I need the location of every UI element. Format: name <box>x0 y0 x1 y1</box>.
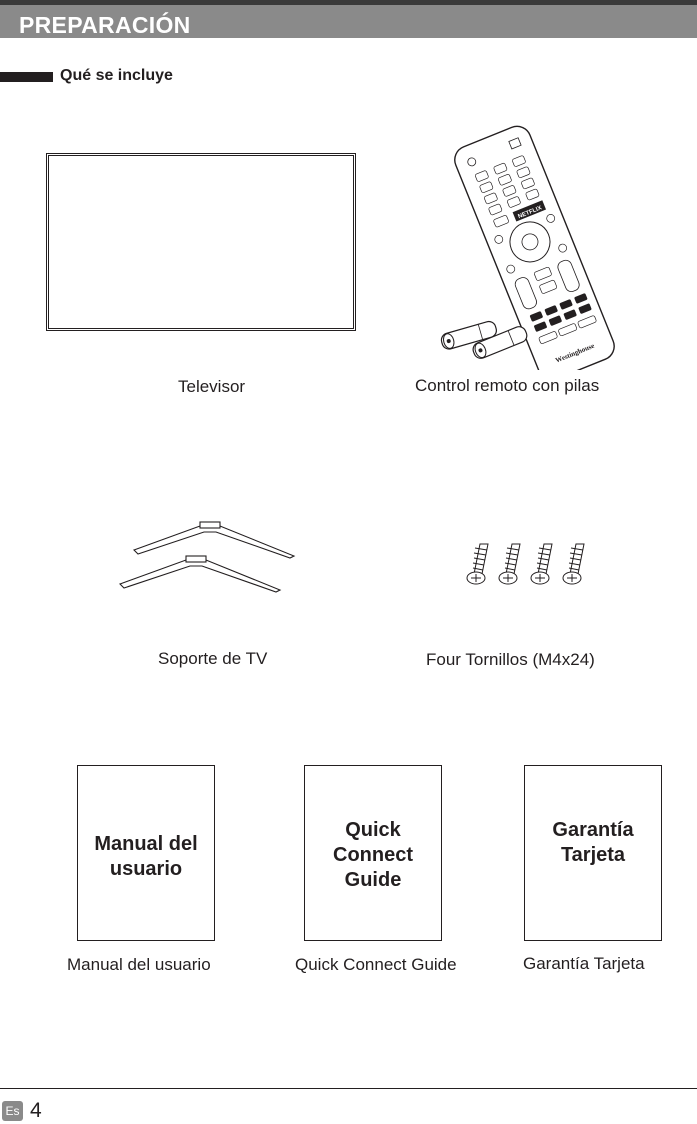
tv-illustration <box>46 153 356 331</box>
warranty-caption: Garantía Tarjeta <box>523 954 645 973</box>
section-marker <box>0 72 53 82</box>
screws-caption-label: Four Tornillos <box>426 650 528 669</box>
remote-illustration: NETFLIX Westinghouse <box>440 125 615 370</box>
stand-caption: Soporte de TV <box>158 649 268 668</box>
guide-caption: Quick Connect Guide <box>295 955 457 974</box>
footer-divider <box>0 1088 697 1089</box>
quick-connect-guide-booklet: Quick Connect Guide <box>304 765 442 941</box>
manual-caption: Manual del usuario <box>67 955 211 974</box>
guide-booklet-line3: Guide <box>344 869 402 891</box>
screws-spec: (M4x24) <box>532 650 595 669</box>
batteries-icon <box>440 320 528 359</box>
screws-illustration <box>466 543 585 585</box>
manual-booklet-line1: Manual del <box>94 833 198 855</box>
guide-booklet-line2: Connect <box>333 844 413 866</box>
guide-booklet-line1: Quick <box>345 819 401 841</box>
section-title: Qué se incluye <box>60 67 173 84</box>
top-border <box>0 0 697 5</box>
warranty-card-booklet: Garantía Tarjeta <box>524 765 662 941</box>
warranty-booklet-line1: Garantía <box>552 819 634 841</box>
section-header: PREPARACIÓN <box>0 5 697 38</box>
user-manual-booklet: Manual del usuario <box>77 765 215 941</box>
screws-caption: Four Tornillos (M4x24) <box>426 650 595 670</box>
remote-caption: Control remoto con pilas <box>415 376 600 395</box>
tv-caption: Televisor <box>178 377 246 396</box>
tv-stand-illustration <box>119 521 296 593</box>
warranty-booklet-line2: Tarjeta <box>560 844 626 866</box>
language-badge: Es <box>2 1101 23 1121</box>
manual-booklet-line2: usuario <box>109 858 183 880</box>
page-title: PREPARACIÓN <box>19 12 191 38</box>
page-number: 4 <box>30 1099 42 1122</box>
